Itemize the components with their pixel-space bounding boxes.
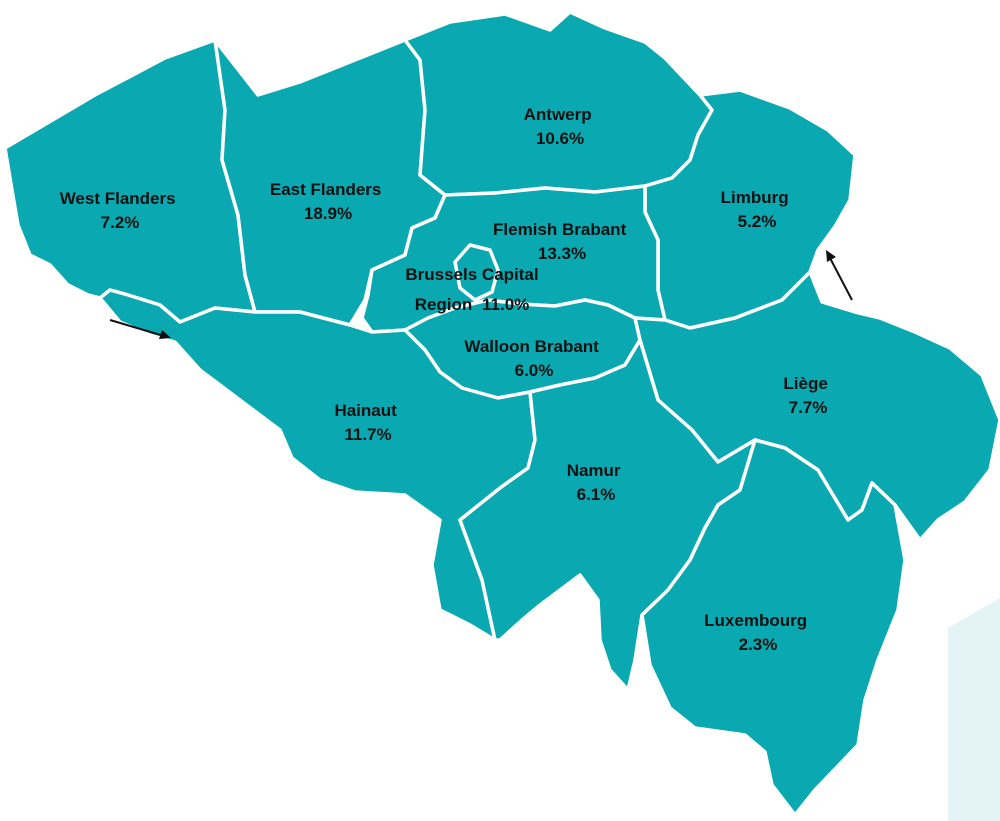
province-name: Region (415, 295, 473, 314)
label-liege: Liège 7.7% (783, 374, 832, 417)
province-name: West Flanders (60, 189, 176, 208)
label-limburg: Limburg 5.2% (721, 188, 794, 231)
arrow-limburg (826, 250, 853, 301)
province-value: 7.7% (789, 398, 828, 417)
province-antwerp[interactable] (403, 10, 714, 197)
province-name: East Flanders (270, 180, 382, 199)
label-antwerp: Antwerp 10.6% (524, 105, 597, 148)
province-name: Limburg (721, 188, 789, 207)
province-value: 18.9% (304, 204, 352, 223)
province-name: Hainaut (334, 401, 397, 420)
province-value: 10.6% (536, 129, 584, 148)
province-name: Liège (783, 374, 827, 393)
province-name: Luxembourg (704, 611, 807, 630)
province-value: 6.1% (577, 485, 616, 504)
province-value: 7.2% (101, 213, 140, 232)
arrowhead (159, 330, 171, 339)
label-flemish-brabant: Flemish Brabant 13.3% (493, 220, 631, 263)
province-name: Namur (567, 461, 621, 480)
province-brussels-capital-region[interactable] (453, 243, 500, 302)
province-value: 11.0% (482, 295, 529, 314)
province-name: Antwerp (524, 105, 592, 124)
arrow-west-flanders (109, 319, 171, 339)
label-east-flanders: East Flanders 18.9% (270, 180, 386, 223)
label-brussels-capital-region: Brussels Capital (405, 265, 538, 284)
province-value: 2.3% (739, 635, 778, 654)
province-name: Walloon Brabant (464, 337, 599, 356)
arrowhead (826, 250, 836, 262)
province-value: 6.0% (515, 361, 554, 380)
label-brussels-region-line: Region 11.0% (415, 295, 530, 314)
label-west-flanders: West Flanders 7.2% (60, 189, 181, 232)
label-luxembourg: Luxembourg 2.3% (704, 611, 812, 654)
province-value: 11.7% (344, 425, 391, 444)
province-west-flanders[interactable] (3, 38, 257, 324)
province-namur[interactable] (458, 338, 757, 692)
label-hainaut: Hainaut 11.7% (334, 401, 401, 444)
label-walloon-brabant: Walloon Brabant 6.0% (464, 337, 603, 380)
background-panel (948, 598, 1000, 821)
province-value: 5.2% (738, 212, 777, 231)
label-namur: Namur 6.1% (567, 461, 626, 504)
province-luxembourg[interactable] (640, 438, 907, 817)
province-name: Brussels Capital (405, 265, 538, 284)
province-value: 13.3% (538, 244, 586, 263)
province-name: Flemish Brabant (493, 220, 627, 239)
